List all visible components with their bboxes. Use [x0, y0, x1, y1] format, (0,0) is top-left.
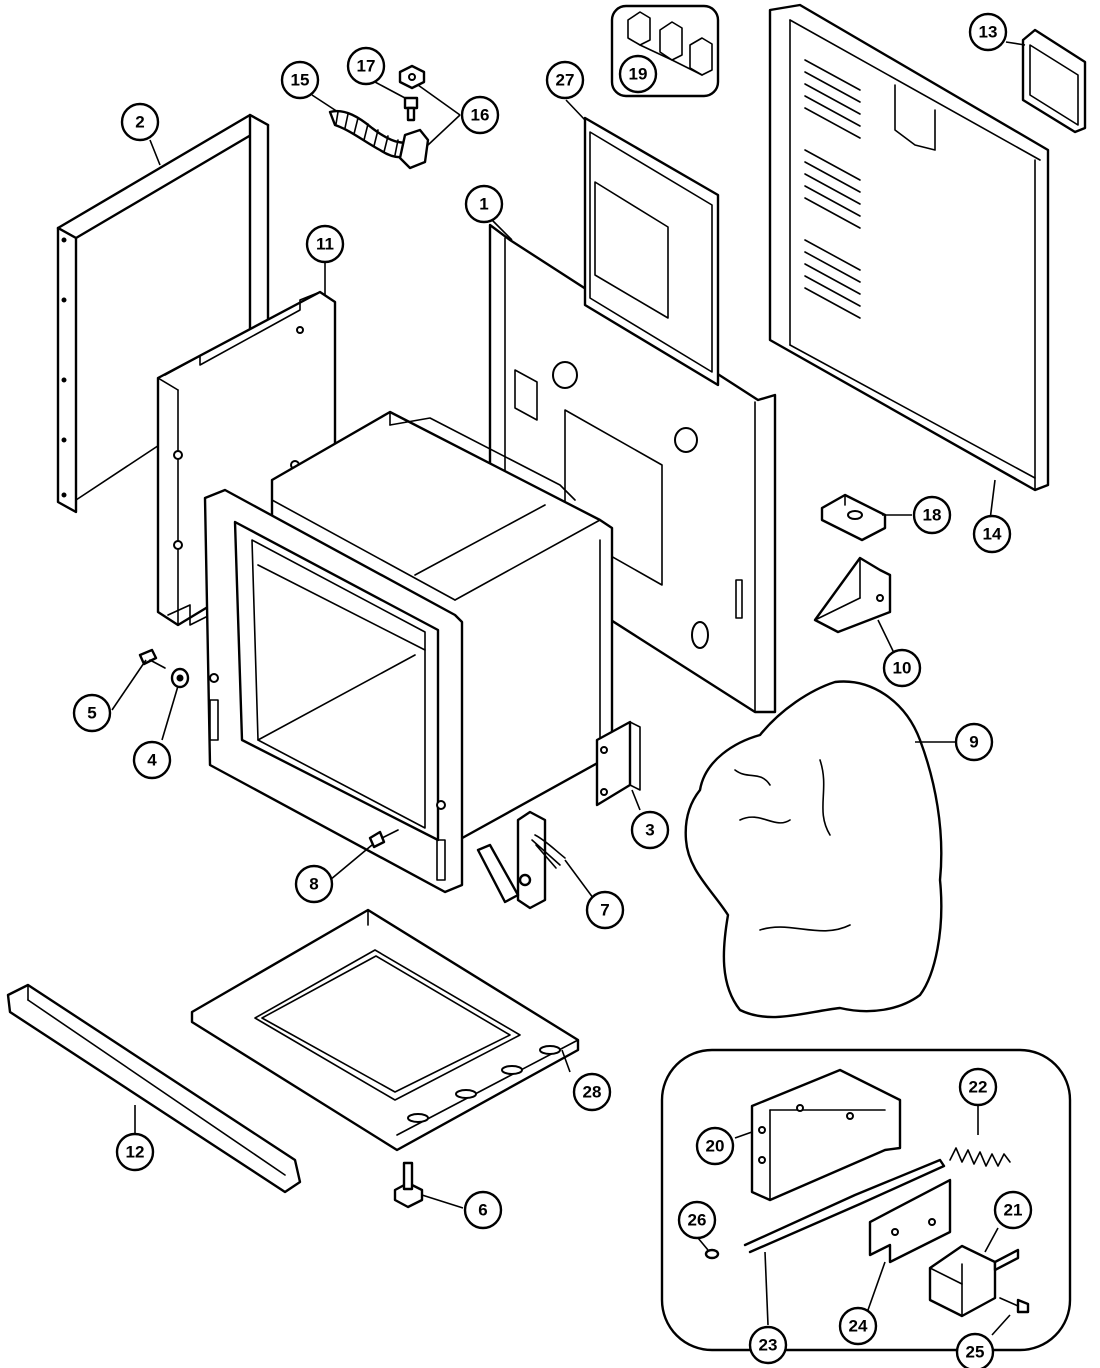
leader-lines	[111, 41, 1026, 1336]
oven-cavity	[270, 410, 614, 844]
part-12-trim-strip	[6, 983, 302, 1194]
part-13-small-bracket	[1021, 28, 1087, 134]
callout-5-label: 5	[87, 704, 96, 723]
part-23-latch-rod	[743, 1158, 946, 1254]
callout-8-label: 8	[309, 875, 318, 894]
part-28-oven-bottom	[190, 908, 580, 1152]
part-9-insulation	[684, 680, 943, 1019]
part-8-screw	[368, 829, 399, 849]
callout-19-label: 19	[629, 65, 648, 84]
callout-26: 26	[677, 1200, 717, 1240]
part-22-spring	[949, 1147, 1011, 1167]
callout-21-label: 21	[1004, 1201, 1023, 1220]
callout-4-label: 4	[147, 751, 157, 770]
callout-27-label: 27	[556, 71, 575, 90]
callout-28-label: 28	[583, 1083, 602, 1102]
callout-10-label: 10	[893, 659, 912, 678]
callout-16-label: 16	[471, 106, 490, 125]
callout-11: 11	[305, 224, 345, 264]
callout-14: 14	[972, 514, 1012, 554]
part-4-grommet	[170, 667, 190, 689]
callout-3-label: 3	[645, 821, 654, 840]
callout-25-label: 25	[966, 1343, 985, 1362]
part-10-bracket	[813, 556, 892, 634]
callout-1: 1	[464, 184, 504, 224]
callout-23: 23	[748, 1325, 788, 1365]
callout-5: 5	[72, 693, 112, 733]
part-24-latch-plate	[868, 1178, 952, 1264]
callout-7-label: 7	[600, 901, 609, 920]
callout-17: 17	[346, 46, 386, 86]
part-21-switch	[928, 1244, 1020, 1318]
part-6-leveling-leg	[393, 1161, 424, 1209]
callout-27: 27	[545, 60, 585, 100]
latch-assembly-inset	[660, 1048, 1072, 1352]
callout-24: 24	[838, 1306, 878, 1346]
part-7-door-hinge	[476, 810, 566, 910]
callout-22: 22	[958, 1067, 998, 1107]
callout-13: 13	[968, 12, 1008, 52]
callout-19: 19	[618, 54, 658, 94]
callout-10: 10	[882, 648, 922, 688]
callout-18-label: 18	[923, 506, 942, 525]
callout-13-label: 13	[979, 23, 998, 42]
callout-4: 4	[132, 740, 172, 780]
callout-6: 6	[463, 1190, 503, 1230]
part-20-latch-bracket	[750, 1068, 902, 1202]
callout-15: 15	[280, 60, 320, 100]
callout-23-label: 23	[759, 1336, 778, 1355]
callout-6-label: 6	[478, 1201, 487, 1220]
callout-25: 25	[955, 1332, 995, 1368]
callout-18: 18	[912, 495, 952, 535]
part-3-clip	[595, 720, 641, 807]
callout-11-label: 11	[316, 235, 334, 254]
part-26-rivet	[704, 1248, 720, 1260]
callout-20: 20	[695, 1126, 735, 1166]
callout-2: 2	[120, 102, 160, 142]
callout-12-label: 12	[126, 1143, 145, 1162]
part-25-screw	[999, 1297, 1030, 1314]
callout-2-label: 2	[135, 113, 144, 132]
callout-9-label: 9	[969, 733, 978, 752]
callout-26-label: 26	[688, 1211, 707, 1230]
part-19-inset	[610, 4, 720, 98]
callout-9: 9	[954, 722, 994, 762]
callout-3: 3	[630, 810, 670, 850]
callout-15-label: 15	[291, 71, 310, 90]
callout-22-label: 22	[969, 1078, 988, 1097]
part-8-front-frame	[203, 488, 464, 894]
part-17-screw	[403, 96, 419, 122]
callout-14-label: 14	[983, 525, 1002, 544]
part-16-nut	[398, 64, 426, 90]
part-27-top-panel	[583, 116, 720, 387]
part-14-back-cover	[768, 3, 1050, 492]
vent-slots	[804, 59, 861, 319]
callout-28: 28	[572, 1072, 612, 1112]
callout-16: 16	[460, 95, 500, 135]
callout-1-label: 1	[479, 195, 488, 214]
callout-17-label: 17	[357, 57, 376, 76]
callout-21: 21	[993, 1190, 1033, 1230]
callout-12: 12	[115, 1132, 155, 1172]
callout-7: 7	[585, 890, 625, 930]
part-18-bracket	[820, 493, 887, 542]
part-15-igniter-hose	[328, 109, 430, 170]
callout-24-label: 24	[849, 1317, 868, 1336]
callout-20-label: 20	[706, 1137, 725, 1156]
part-5-screw	[138, 648, 166, 669]
callout-8: 8	[294, 864, 334, 904]
